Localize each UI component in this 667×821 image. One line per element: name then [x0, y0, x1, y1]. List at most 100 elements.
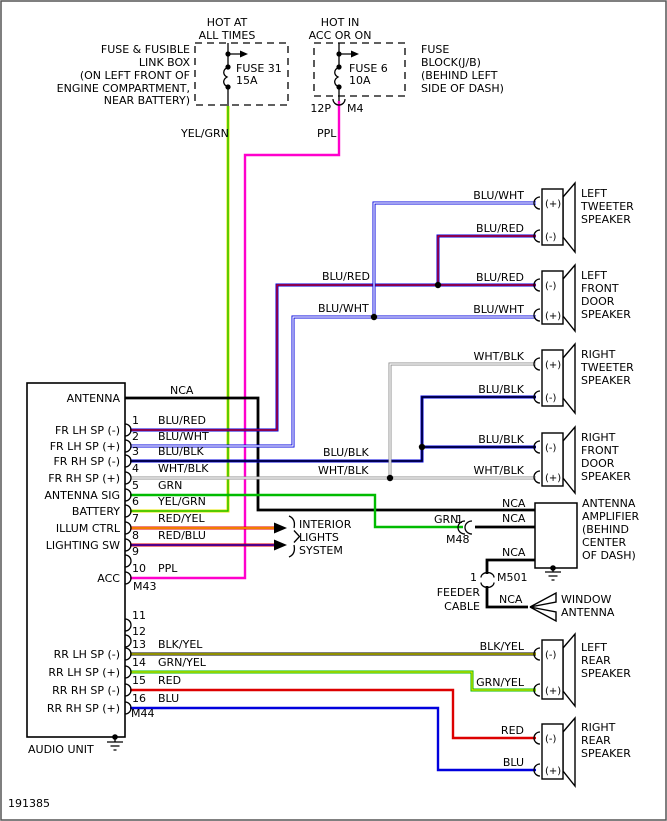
pin-number: 12	[132, 625, 146, 638]
speaker-label: LEFT	[581, 187, 607, 200]
speaker-label: REAR	[581, 734, 611, 747]
wire-label-nca: NCA	[502, 546, 526, 559]
terminal-sign: (+)	[545, 360, 561, 371]
antenna-amplifier-label: (BEHIND	[582, 523, 629, 536]
pin-label: ANTENNA SIG	[44, 489, 120, 502]
pin-label-antenna: ANTENNA	[67, 392, 121, 405]
speaker-label: DOOR	[581, 457, 615, 470]
antenna-system: NCA GRN 1 NCA M48 NCA 1 M501 FEEDER CABL…	[434, 497, 640, 623]
diagram-number: 191385	[8, 797, 50, 810]
pin-wire-label: BLU/BLK	[158, 445, 205, 458]
terminal-arcs	[533, 357, 541, 404]
pin-wire-label: GRN/YEL	[158, 656, 207, 669]
pin-label: ILLUM CTRL	[56, 522, 121, 535]
pin-wire-label: BLU/RED	[158, 414, 206, 427]
m501-connector	[480, 571, 495, 589]
fuse6-node	[336, 64, 342, 70]
fuse-block-label: FUSE	[421, 43, 449, 56]
fuse-link-box-label: FUSE & FUSIBLE	[101, 43, 190, 56]
pin-number: 14	[132, 656, 146, 669]
speaker-cone	[562, 425, 576, 495]
wire-label-nca: NCA	[499, 593, 523, 606]
arrow-icon	[274, 522, 287, 534]
connector-m43-label: M43	[133, 580, 157, 593]
fuse-block-label: BLOCK(J/B)	[421, 56, 481, 69]
pin-number: 5	[132, 479, 139, 492]
mid-wire-labels: BLU/RED BLU/WHT BLU/BLK WHT/BLK	[318, 270, 370, 477]
pin-wire-label: RED	[158, 674, 181, 687]
hot-in-label: ACC OR ON	[309, 29, 372, 42]
terminal-arcs	[533, 278, 541, 322]
speaker-box	[541, 349, 564, 407]
fuse31-symbol	[223, 43, 240, 106]
speaker-label: TWEETER	[580, 361, 634, 374]
terminal-sign: (+)	[545, 311, 561, 322]
wire-label-yel-grn: YEL/GRN	[180, 127, 229, 140]
feeder-cable-label: FEEDER	[437, 586, 481, 599]
terminal-arcs	[533, 731, 541, 777]
pin-number: 3	[132, 445, 139, 458]
window-antenna-icon	[529, 606, 557, 623]
wire-label-nca: NCA	[502, 497, 526, 510]
fuse31-node	[225, 51, 231, 57]
junction-dot	[370, 313, 378, 321]
speaker-box	[541, 432, 564, 487]
arrow-icon	[274, 539, 287, 551]
fuse6-node	[336, 84, 342, 90]
speaker-cone	[562, 342, 576, 415]
audio-unit-box	[26, 382, 126, 738]
wire-label-ppl: PPL	[317, 127, 337, 140]
terminal-wire-label: BLU/WHT	[473, 303, 524, 316]
fuse31-rating: 15A	[236, 74, 258, 87]
pin-number: 11	[132, 609, 146, 622]
fuse31-name: FUSE 31	[236, 62, 282, 75]
fuse6-bus-arrow	[351, 50, 359, 58]
pin-wire-label: PPL	[158, 562, 178, 575]
hot-at-label: HOT AT	[207, 16, 248, 29]
ground-symbol	[545, 568, 561, 581]
speaker-label: SPEAKER	[581, 374, 631, 387]
speaker-right-rear: (-) (+) RED BLU RIGHT REAR SPEAKER	[501, 716, 631, 788]
connector-m44-label: M44	[131, 707, 155, 720]
pin-wire-label: RED/YEL	[158, 512, 205, 525]
fuse-link-box-label: LINK BOX	[139, 56, 191, 69]
wire-rr-lh-plus-grn-yel	[130, 670, 536, 692]
fuse31-node	[225, 64, 231, 70]
fuse-link-box-label: (ON LEFT FRONT OF	[80, 69, 190, 82]
pin-label: FR LH SP (-)	[55, 424, 120, 437]
pin-label: RR LH SP (+)	[48, 666, 120, 679]
wire-battery-yel-grn-stripe	[130, 106, 229, 512]
speaker-right-tweeter: (+) (-) WHT/BLK BLU/BLK RIGHT TWEETER SP…	[474, 342, 634, 415]
pin-number: 9	[132, 545, 139, 558]
speaker-label: LEFT	[581, 641, 607, 654]
antenna-amplifier-label: OF DASH)	[582, 549, 636, 562]
speaker-cone	[562, 263, 576, 333]
fuse6-rating: 10A	[349, 74, 371, 87]
terminal-sign: (-)	[545, 281, 557, 292]
terminal-wire-label: GRN/YEL	[476, 676, 525, 689]
antenna-amplifier-label: AMPLIFIER	[582, 510, 640, 523]
speaker-label: FRONT	[581, 444, 619, 457]
terminal-wire-label: BLU/RED	[476, 271, 524, 284]
speaker-label: RIGHT	[581, 721, 616, 734]
junction-dot	[418, 443, 426, 451]
terminal-sign: (-)	[545, 393, 557, 404]
terminal-sign: (-)	[545, 443, 557, 454]
audio-unit: ANTENNA NCA FR LH SP (-) FR LH SP (+) FR…	[26, 382, 209, 756]
antenna-amplifier-label: ANTENNA	[582, 497, 636, 510]
fuse6-node	[336, 51, 342, 57]
terminal-arcs	[533, 647, 541, 697]
speaker-cone	[562, 632, 576, 708]
pin-number: 13	[132, 638, 146, 651]
m48-connector	[457, 520, 473, 535]
pin-connector-arcs	[124, 423, 132, 715]
wire-fr-lh-plus-blu-wht-stripe	[130, 202, 536, 447]
speaker-label: SPEAKER	[581, 667, 631, 680]
pin-number: 10	[132, 562, 146, 575]
wire-fr-lh-minus-blu-red	[130, 234, 536, 432]
wire-fr-lh-minus-blu-red-stripe	[130, 235, 536, 431]
fuse-block-label: (BEHIND LEFT	[421, 69, 498, 82]
ground-symbol	[107, 737, 123, 751]
m4-connector-name: M4	[347, 102, 364, 115]
fuse6-name: FUSE 6	[349, 62, 388, 75]
